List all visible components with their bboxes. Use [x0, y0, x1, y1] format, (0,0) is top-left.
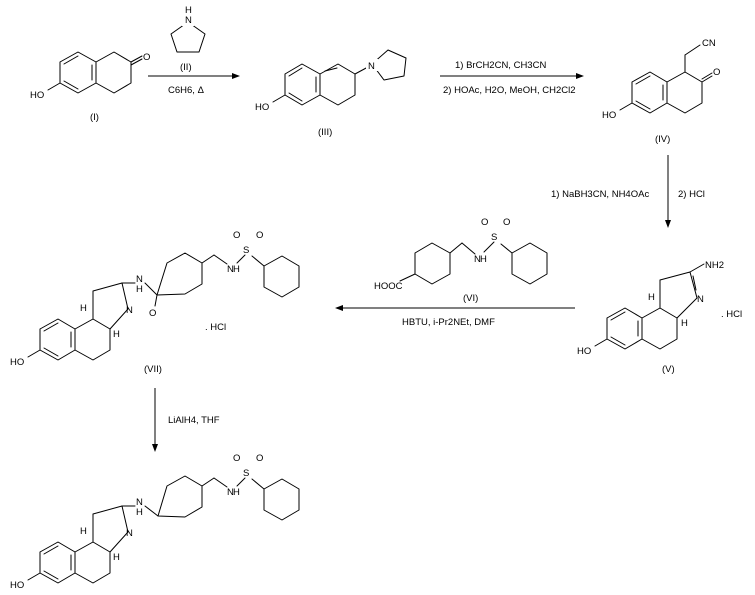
- v-h-2: H: [681, 318, 688, 329]
- vii-h-1: H: [80, 303, 87, 314]
- vi-carboxylic-acid: HOOC: [374, 281, 403, 292]
- vi-sulfonamide-n: N: [474, 254, 481, 265]
- vii-amide-h: H: [136, 284, 143, 295]
- vii-sulfonamide-h: H: [233, 264, 240, 275]
- compound-iv: CN O HO (IV): [602, 38, 720, 145]
- compound-label-vi: (VI): [463, 293, 478, 304]
- step-5: LiAlH4, THF: [152, 388, 220, 452]
- step-2-line-1: 1) BrCH2CN, CH3CN: [455, 60, 546, 71]
- v-amine: NH2: [705, 260, 724, 271]
- step-3-left: 1) NaBH3CN, NH4OAc: [551, 189, 649, 200]
- compound-vi: N H S O O HOOC (VI): [374, 217, 548, 304]
- final-sulfonamide-h: H: [233, 487, 240, 498]
- compound-label-ii: (II): [180, 62, 192, 73]
- vi-sulfonamide-h: H: [480, 254, 487, 265]
- compound-final: N H N H H N H S O O HO: [10, 453, 300, 591]
- final-oxygen-2: O: [256, 453, 263, 464]
- final-sulfonamide-n: N: [227, 487, 234, 498]
- final-amine-h: H: [136, 507, 143, 518]
- vii-oxygen-2: O: [256, 230, 263, 241]
- step-1-conditions: C6H6, Δ: [168, 85, 205, 96]
- vii-hydroxy: HO: [10, 357, 24, 368]
- vii-sulfur: S: [243, 245, 249, 256]
- vii-sulfonamide-n: N: [227, 264, 234, 275]
- compound-label-iii: (III): [318, 127, 332, 138]
- ii-nitrogen: N: [185, 15, 192, 26]
- vii-oxygen-1: O: [233, 230, 240, 241]
- step-4: HBTU, i-Pr2NEt, DMF: [335, 305, 575, 328]
- vi-oxygen-1: O: [481, 217, 488, 228]
- i-carbonyl-o: O: [143, 52, 150, 63]
- final-hydroxy: HO: [10, 580, 24, 591]
- iv-carbonyl-o: O: [713, 67, 720, 78]
- compound-vii: N H O N H H N H S O O HO . HCl (VII): [10, 230, 300, 375]
- final-h-2: H: [113, 552, 120, 563]
- v-nitrogen: N: [697, 294, 704, 305]
- final-amine-n: N: [136, 497, 143, 508]
- final-h-1: H: [80, 526, 87, 537]
- compound-label-iv: (IV): [655, 134, 670, 145]
- step-5-conditions: LiAlH4, THF: [168, 415, 220, 426]
- step-2: 1) BrCH2CN, CH3CN 2) HOAc, H2O, MeOH, CH…: [440, 60, 584, 96]
- compound-iii: N HO (III): [255, 49, 407, 138]
- compound-label-v: (V): [662, 364, 675, 375]
- compound-label-i: (I): [90, 112, 99, 123]
- v-h-1: H: [648, 292, 655, 303]
- vii-salt: . HCl: [205, 322, 226, 333]
- compound-i: HO O (I): [30, 51, 150, 123]
- step-3: 1) NaBH3CN, NH4OAc 2) HCl: [551, 155, 705, 228]
- step-1: C6H6, Δ: [148, 73, 240, 96]
- step-3-right: 2) HCl: [678, 189, 705, 200]
- vii-nitrogen: N: [126, 305, 133, 316]
- iii-hydroxy: HO: [255, 102, 269, 113]
- iv-nitrile: CN: [702, 38, 716, 49]
- ii-hydrogen: H: [185, 5, 192, 16]
- v-salt: . HCl: [721, 309, 742, 320]
- iii-nitrogen: N: [368, 61, 375, 72]
- vii-h-2: H: [113, 329, 120, 340]
- i-hydroxy: HO: [30, 90, 44, 101]
- compound-v: NH2 N H H HO . HCl (V): [577, 260, 742, 375]
- vii-amide-n: N: [136, 274, 143, 285]
- compound-ii: N H (II): [170, 5, 206, 73]
- step-2-line-2: 2) HOAc, H2O, MeOH, CH2Cl2: [443, 85, 576, 96]
- compound-label-vii: (VII): [144, 364, 162, 375]
- final-oxygen-1: O: [233, 453, 240, 464]
- vi-sulfur: S: [491, 232, 497, 243]
- vii-carbonyl-o: O: [149, 308, 156, 319]
- iv-hydroxy: HO: [602, 110, 616, 121]
- step-4-conditions: HBTU, i-Pr2NEt, DMF: [402, 317, 495, 328]
- vi-oxygen-2: O: [503, 217, 510, 228]
- final-nitrogen: N: [126, 528, 133, 539]
- final-sulfur: S: [243, 468, 249, 479]
- v-hydroxy: HO: [577, 346, 591, 357]
